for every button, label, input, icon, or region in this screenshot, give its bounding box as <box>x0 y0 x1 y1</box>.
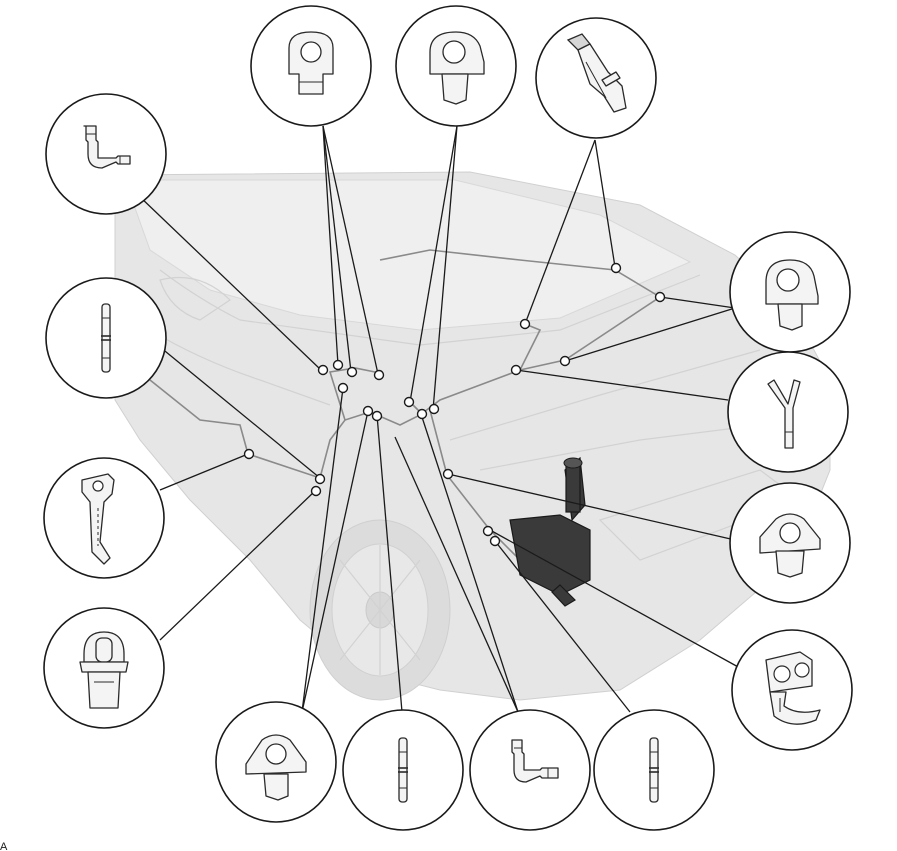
clip-point <box>559 355 571 367</box>
callout-elbow-connector <box>45 93 167 215</box>
clip-point <box>337 382 349 394</box>
post-clip-icon <box>79 631 129 709</box>
elbow-connector-icon <box>511 739 559 783</box>
hose-clip-icon <box>288 31 334 95</box>
callout-band-clamp <box>731 629 853 751</box>
straight-joint-icon <box>101 303 111 373</box>
leader-lines <box>137 125 741 713</box>
clip-point <box>610 262 622 274</box>
clip-point <box>519 318 531 330</box>
clip-point <box>428 403 440 415</box>
clip-point <box>416 408 428 420</box>
callout-nozzle <box>535 17 657 139</box>
callout-post-clip <box>43 607 165 729</box>
corner-mark: A <box>0 841 8 851</box>
car-illustration <box>114 171 831 701</box>
y-joint-icon <box>767 379 801 449</box>
callout-hose-clip-3 <box>729 231 851 353</box>
elbow-connector-icon <box>83 125 131 169</box>
callout-straight-joint-2 <box>342 709 464 831</box>
straight-joint-icon <box>398 737 408 803</box>
clip-point <box>371 410 383 422</box>
clip-point <box>403 396 415 408</box>
clip-point <box>482 525 494 537</box>
clip-point <box>332 359 344 371</box>
clip-point <box>346 366 358 378</box>
washer-hose <box>149 249 662 561</box>
clip-point <box>373 369 385 381</box>
fender-clip-icon <box>81 473 115 565</box>
clip-point <box>314 473 326 485</box>
hose-clip-icon <box>245 734 307 801</box>
hose-clip-icon <box>765 259 819 331</box>
callout-hose-clip-2 <box>395 5 517 127</box>
clip-point <box>489 535 501 547</box>
callout-hose-clip-1 <box>250 5 372 127</box>
clip-point <box>317 364 329 376</box>
clip-point <box>442 468 454 480</box>
clip-point <box>362 405 374 417</box>
callout-y-joint <box>727 351 849 473</box>
callout-hose-clip-5 <box>215 701 337 823</box>
band-clamp-icon <box>765 651 821 725</box>
clip-point <box>310 485 322 497</box>
clip-point <box>654 291 666 303</box>
straight-joint-icon <box>649 737 659 803</box>
clip-point <box>243 448 255 460</box>
callout-straight-joint-1 <box>45 277 167 399</box>
callout-hose-clip-4 <box>729 482 851 604</box>
hose-clip-icon <box>759 513 821 578</box>
clip-point <box>510 364 522 376</box>
callout-fender-clip <box>43 457 165 579</box>
callout-straight-joint-3 <box>593 709 715 831</box>
hose-clip-icon <box>429 31 485 105</box>
callout-elbow-connector-2 <box>469 709 591 831</box>
nozzle-check-valve-icon <box>566 33 627 113</box>
clip-points <box>243 262 666 547</box>
